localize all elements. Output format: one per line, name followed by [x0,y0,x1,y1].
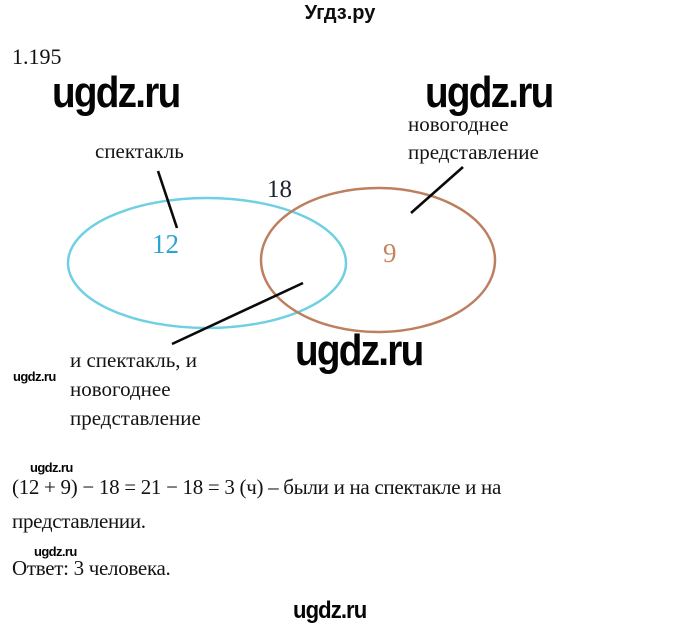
intersection-label-line2: новогоднее [70,377,171,401]
set-b-label-line2: представление [408,140,539,164]
watermark-small-2: ugdz.ru [30,460,73,475]
watermark-small-3: ugdz.ru [34,544,77,559]
watermark-large-left: ugdz.ru [52,68,181,117]
set-b-label-line1: новогоднее [408,112,509,136]
equation-line-1: (12 + 9) − 18 = 21 − 18 = 3 (ч) – были и… [12,475,502,499]
set-b-pointer-line [410,166,464,214]
site-header: Угдз.ру [304,2,376,24]
set-a-pointer-line [156,170,179,229]
set-a-ellipse [66,196,348,330]
set-a-label: спектакль [95,139,184,163]
intersection-label-line1: и спектакль, и [70,348,198,372]
equation-line-2: представлении. [12,509,146,533]
set-a-value: 12 [152,229,179,259]
intersection-label-line3: представление [70,406,201,430]
problem-number: 1.195 [12,44,62,69]
set-b-ellipse [259,186,497,334]
set-b-label: новогоднее представление [408,110,598,166]
watermark-large-right: ugdz.ru [425,68,554,117]
union-total-value: 18 [267,176,292,203]
intersection-pointer-line [171,281,304,346]
set-b-value: 9 [383,238,397,268]
watermark-small-1: ugdz.ru [13,369,56,384]
intersection-label: и спектакль, и новогоднее представление [70,346,290,433]
watermark-large-middle: ugdz.ru [295,326,424,375]
watermark-bottom: ugdz.ru [293,597,367,624]
answer-line: Ответ: 3 человека. [12,556,171,580]
